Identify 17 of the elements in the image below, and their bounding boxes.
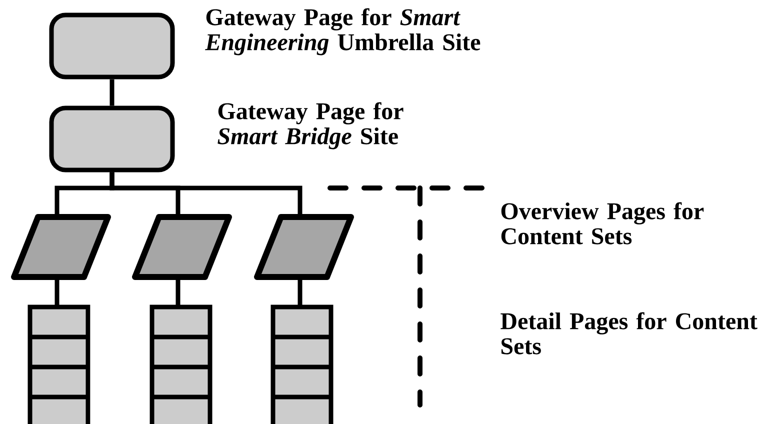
- parallelogram: [132, 214, 232, 280]
- parallelogram: [11, 214, 111, 280]
- page-stack: [150, 304, 212, 424]
- page-box: [49, 106, 175, 172]
- page-stack: [28, 304, 90, 424]
- parallelogram: [254, 214, 354, 280]
- level-label: Overview Pages for Content Sets: [501, 202, 704, 244]
- connector-line: [110, 79, 114, 106]
- level-label: Detail Pages for Content Sets: [500, 312, 758, 354]
- connector-line: [298, 277, 302, 307]
- connector-line: [54, 277, 60, 307]
- node-caption: Gateway Page for Smart Bridge Site: [218, 102, 404, 150]
- node-caption: Gateway Page for Smart Engineering Umbrella Site: [205, 8, 480, 56]
- connector-line: [110, 172, 302, 217]
- page-stack: [270, 304, 334, 424]
- page-box: [49, 12, 175, 80]
- connector-line: [176, 277, 180, 307]
